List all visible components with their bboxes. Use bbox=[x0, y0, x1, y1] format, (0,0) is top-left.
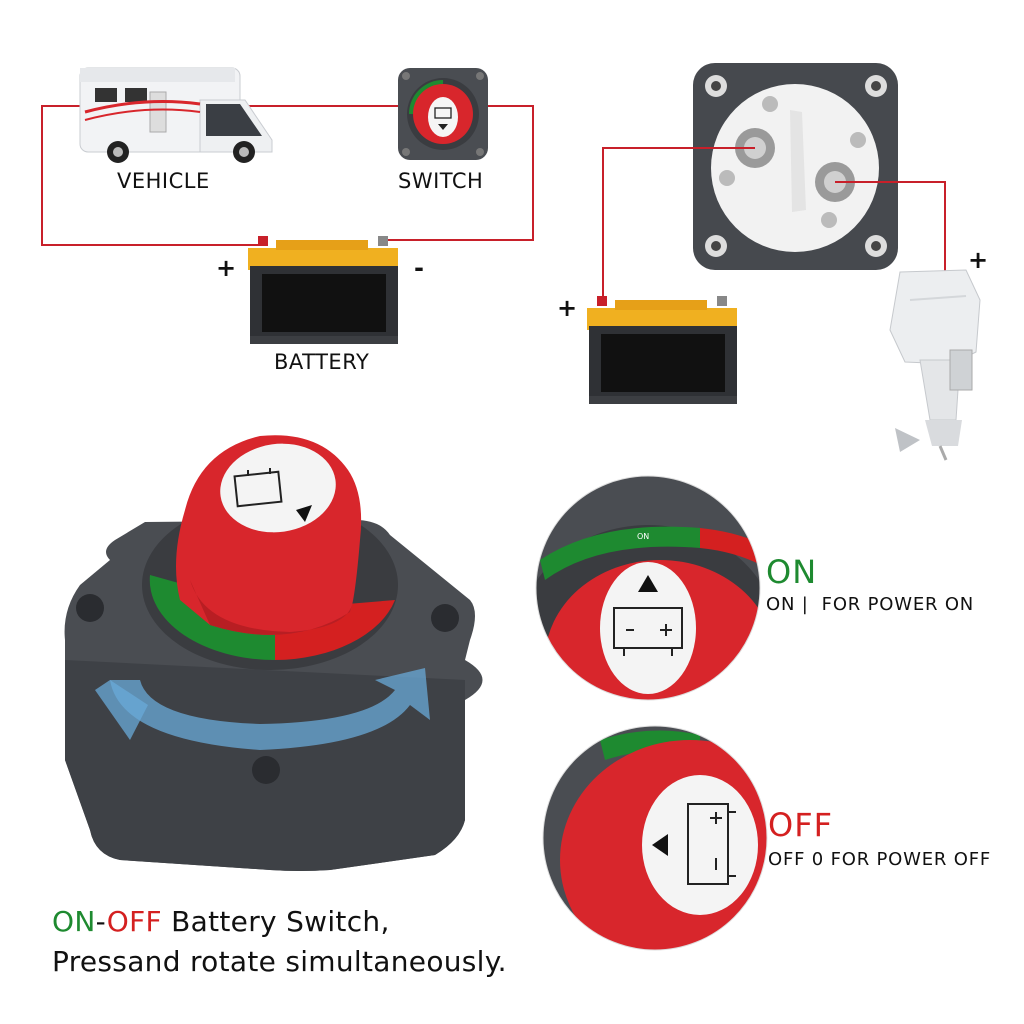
caption-dash: - bbox=[95, 905, 107, 938]
motor-plus-sign: + bbox=[968, 246, 989, 274]
caption-on-word: ON bbox=[52, 905, 96, 938]
outboard-motor-illustration bbox=[889, 269, 981, 461]
on-battery-symbol-icon bbox=[613, 607, 683, 656]
battery-right-illustration bbox=[587, 296, 737, 404]
off-arrow-left-icon bbox=[652, 834, 668, 856]
wire-switch-battery bbox=[388, 105, 534, 241]
battery-symbol-icon bbox=[233, 468, 283, 508]
battery-plus-sign: + bbox=[216, 254, 237, 282]
wire-terminal-motor bbox=[835, 181, 946, 280]
dial-on-mark: ON bbox=[637, 532, 650, 541]
battery-label: BATTERY bbox=[274, 350, 370, 374]
caption-rest: Battery Switch, bbox=[161, 905, 390, 938]
caption-line-1: ON-OFF Battery Switch, bbox=[52, 905, 390, 938]
arrow-indicator-icon bbox=[296, 505, 312, 522]
off-description: OFF 0 FOR POWER OFF bbox=[768, 849, 992, 870]
rotate-arrow-icon bbox=[110, 668, 430, 750]
caption-off-word: OFF bbox=[106, 905, 162, 938]
off-battery-symbol-icon bbox=[687, 803, 736, 885]
vehicle-label: VEHICLE bbox=[117, 169, 210, 193]
switch-small-illustration bbox=[398, 68, 488, 160]
wire-terminal-battery bbox=[602, 147, 755, 300]
battery-right-plus-sign: + bbox=[557, 294, 578, 322]
off-title: OFF bbox=[768, 806, 833, 844]
on-arrow-up-icon bbox=[638, 575, 658, 592]
battery-minus-sign: - bbox=[414, 254, 424, 282]
on-description: ON | FOR POWER ON bbox=[766, 594, 975, 615]
caption-line-2: Pressand rotate simultaneously. bbox=[52, 945, 507, 978]
vehicle-rv-illustration bbox=[79, 67, 273, 163]
battery-left-illustration bbox=[248, 236, 398, 344]
on-title: ON bbox=[766, 553, 818, 591]
switch-label: SWITCH bbox=[398, 169, 484, 193]
